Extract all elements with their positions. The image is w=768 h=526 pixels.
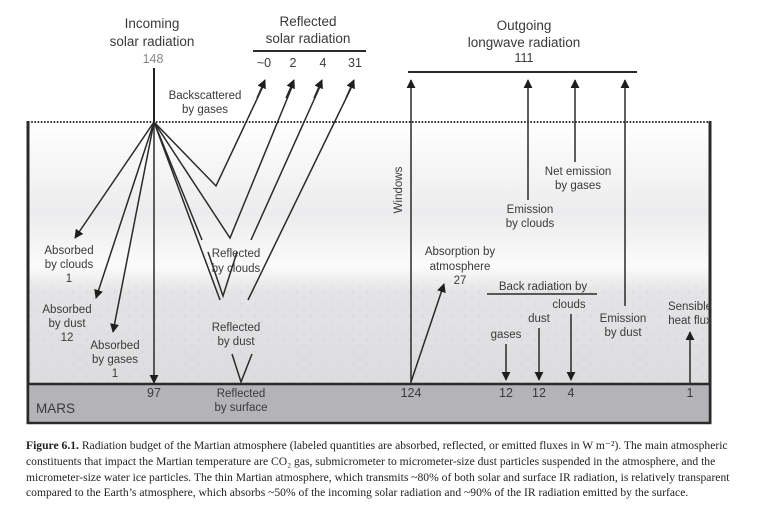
absorbed-dust-line1: Absorbed [42, 304, 91, 316]
back-radiation-dust-label: dust [528, 313, 551, 325]
reflected-dust-arrowhead [313, 79, 323, 99]
back-radiation-title: Back radiation by [499, 281, 587, 293]
absorbed-dust-arrow [94, 121, 155, 299]
windows-label: Windows [393, 166, 405, 213]
surface-value-clouds: 4 [568, 386, 575, 400]
absorption-atmosphere-value: 27 [454, 275, 467, 287]
mars-label: MARS [36, 401, 75, 416]
back-radiation-clouds-label: clouds [552, 299, 585, 311]
reflected-value-surface: 31 [348, 56, 362, 70]
figure-caption: Figure 6.1. Radiation budget of the Mart… [26, 438, 761, 501]
absorption-atmosphere-arrow [410, 283, 446, 383]
surface-value-sensible: 1 [687, 386, 694, 400]
absorbed-dust-value: 12 [61, 332, 74, 344]
reflected-dust-line1: Reflected [212, 322, 261, 334]
reflected-clouds-path [153, 81, 295, 240]
reflected-surface-line2: by surface [214, 402, 267, 414]
absorption-atmosphere-line2: atmosphere [430, 261, 491, 273]
outgoing-value: 111 [514, 51, 533, 65]
absorption-atmosphere-line1: Absorption by [425, 246, 496, 258]
caption-text: Radiation budget of the Martian atmosphe… [26, 439, 730, 500]
dust-line-right [247, 81, 355, 301]
reflected-clouds-line1: Reflected [212, 248, 261, 260]
absorbed-dust-line2: by dust [48, 318, 86, 330]
backscattered-gases-path [153, 81, 266, 188]
surface-value-absorbed: 97 [147, 386, 161, 400]
sensible-heat-line1: Sensible [668, 301, 712, 313]
outgoing-label-line2: longwave radiation [468, 35, 581, 50]
mars-surface [26, 382, 712, 425]
caption-label: Figure 6.1. [26, 439, 79, 452]
outgoing-label-line1: Outgoing [497, 18, 552, 33]
surface-value-gases: 12 [499, 386, 513, 400]
backscattered-line2: by gases [182, 104, 228, 116]
incoming-label-line1: Incoming [125, 16, 180, 31]
reflected-dust-v [207, 251, 238, 299]
absorbed-gases-line1: Absorbed [90, 340, 139, 352]
reflected-label-line1: Reflected [279, 14, 336, 29]
absorbed-gases-value: 1 [112, 368, 118, 380]
cloud-line-right [250, 81, 323, 241]
net-emission-gases-line1: Net emission [545, 166, 611, 178]
sensible-heat-line2: heat flux [668, 315, 712, 327]
emission-clouds-line1: Emission [507, 204, 554, 216]
absorbed-clouds-line1: Absorbed [44, 245, 93, 257]
absorbed-clouds-arrow [74, 121, 155, 239]
incoming-label-line2: solar radiation [110, 34, 195, 49]
dust-line-left-outer [153, 121, 221, 301]
emission-dust-line2: by dust [604, 327, 642, 339]
reflected-surface-line1: Reflected [217, 388, 266, 400]
reflected-value-clouds: 2 [290, 56, 297, 70]
dust-layer-texture [28, 280, 710, 384]
surface-value-dust: 12 [532, 386, 546, 400]
reflected-clouds-line2: by clouds [212, 263, 261, 275]
reflected-clouds-arrowhead [285, 79, 295, 99]
reflected-label-line2: solar radiation [266, 31, 351, 46]
absorbed-clouds-line2: by clouds [45, 259, 94, 271]
back-radiation-gases-label: gases [491, 329, 522, 341]
reflected-gases-arrowhead [256, 79, 266, 99]
absorbed-clouds-value: 1 [66, 273, 72, 285]
emission-clouds-line2: by clouds [506, 218, 555, 230]
incoming-value: 148 [143, 52, 164, 66]
radiation-budget-diagram: Incoming solar radiation Reflected solar… [26, 14, 712, 425]
reflected-dust-line2: by dust [217, 336, 255, 348]
absorbed-gases-line2: by gases [92, 354, 138, 366]
surface-value-emitted: 124 [401, 386, 422, 400]
reflected-value-gases: ~0 [257, 56, 271, 70]
emission-dust-line1: Emission [600, 313, 647, 325]
backscattered-line1: Backscattered [169, 90, 242, 102]
reflected-surface-v [231, 353, 253, 385]
reflected-surface-arrowhead [345, 79, 355, 99]
reflected-value-dust: 4 [320, 56, 327, 70]
absorbed-gases-arrow [110, 121, 155, 333]
net-emission-gases-line2: by gases [555, 180, 601, 192]
